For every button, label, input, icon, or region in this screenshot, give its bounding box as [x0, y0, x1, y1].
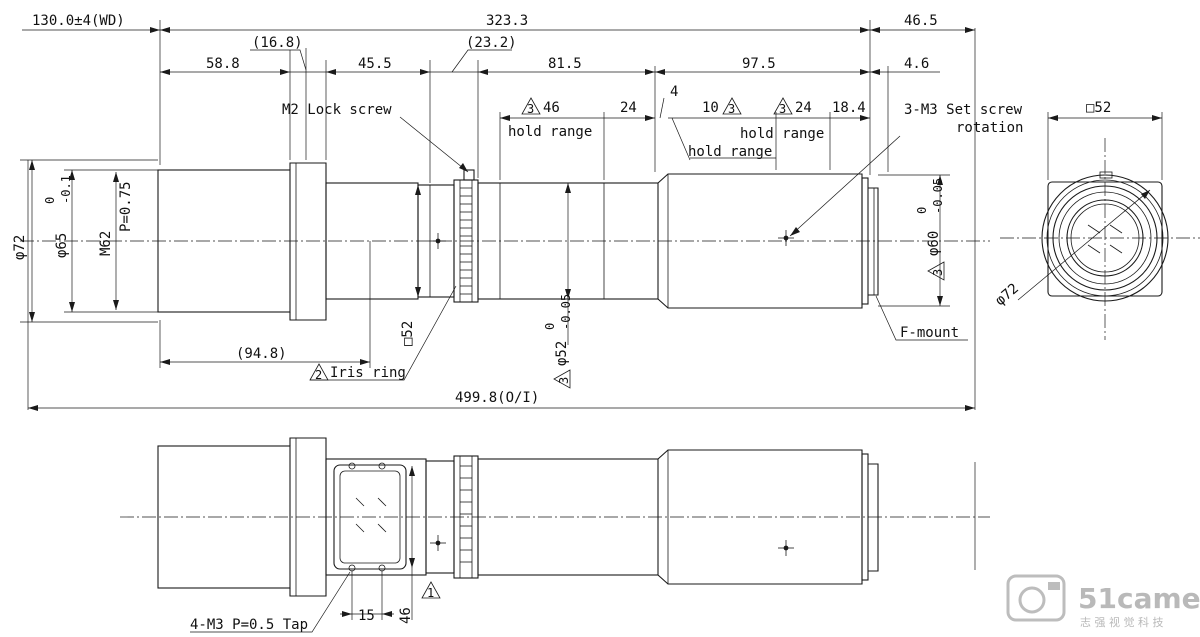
dim-24b: 24 [795, 100, 812, 116]
brand-name: 51camera [1078, 582, 1200, 615]
bottom-middle-tube [477, 458, 659, 576]
mount-flange [861, 177, 869, 305]
svg-text:3: 3 [728, 102, 735, 116]
svg-text:3: 3 [557, 377, 571, 384]
tap-holes [348, 462, 387, 572]
hold-range-1: hold range [508, 124, 592, 140]
iris-ring-label: Iris ring [330, 365, 406, 381]
phi65-tol-bot: -0.1 [59, 175, 73, 204]
bottom-center-mark-iris [430, 535, 446, 551]
wd-dim: 130.0±4(WD) [32, 13, 125, 29]
set-screw-label: 3-M3 Set screw [904, 102, 1023, 118]
m62-dim: M62 [98, 231, 114, 256]
svg-text:3: 3 [527, 102, 534, 116]
lock-screw [463, 169, 475, 181]
note-triangle-3c: 3 [773, 97, 793, 116]
note-triangle-3b: 3 [722, 97, 742, 116]
svg-text:3: 3 [931, 269, 945, 276]
dim-46-5: 46.5 [904, 13, 938, 29]
dim-24a: 24 [620, 100, 637, 116]
tap-label: 4-M3 P=0.5 Tap [190, 617, 308, 633]
bottom-window [333, 464, 407, 570]
dim-4: 4 [670, 84, 678, 100]
end-sq52-dim: □52 [1086, 100, 1111, 116]
phi72-dim: φ72 [12, 235, 28, 260]
hold-range-3: hold range [740, 126, 824, 142]
note-triangle-2: 2 [309, 363, 329, 382]
dim-10: 10 [702, 100, 719, 116]
center-mark-rear [778, 230, 794, 246]
iris-knurl [460, 187, 472, 295]
rotation-label: rotation [956, 120, 1023, 136]
dim-23-2: (23.2) [466, 35, 517, 51]
front-barrel [157, 169, 291, 313]
f-mount-body [868, 187, 879, 296]
dim-499-8: 499.8(O/I) [455, 390, 539, 406]
dim-58-8: 58.8 [206, 56, 240, 72]
svg-text:3: 3 [779, 102, 786, 116]
lock-screw-label: M2 Lock screw [282, 102, 392, 118]
end-phi72-dim: φ72 [992, 281, 1022, 310]
dim-97-5: 97.5 [742, 56, 776, 72]
phi52-dim: φ52 [554, 341, 570, 366]
brand-sub: 志 强 视 觉 科 技 [1080, 615, 1163, 629]
bottom-center-mark-rear [778, 540, 794, 556]
note-triangle-1: 1 [421, 581, 441, 600]
phi65-tol-top: 0 [43, 197, 57, 204]
note-triangle-3d: 3 [553, 369, 571, 389]
brand-logo: 51camera 志 强 视 觉 科 技 [1006, 574, 1200, 629]
hold-range-2: hold range [688, 144, 772, 160]
phi60-tol-top: 0 [915, 207, 929, 214]
svg-text:2: 2 [315, 368, 322, 382]
dimension-lines [20, 20, 976, 411]
dim-81-5: 81.5 [548, 56, 582, 72]
note-triangle-3e: 3 [927, 261, 945, 281]
end-circle-72 [1041, 174, 1169, 302]
dim-18-4: 18.4 [832, 100, 866, 116]
pitch-dim: P=0.75 [118, 181, 134, 232]
dim-4-6: 4.6 [904, 56, 929, 72]
camera-logo-icon [1006, 574, 1066, 622]
bottom-front-barrel [157, 445, 291, 589]
length-323: 323.3 [486, 13, 528, 29]
top-view [20, 162, 990, 321]
phi60-dim: φ60 [926, 231, 942, 256]
dim-16-8: (16.8) [252, 35, 303, 51]
dim-46: 46 [543, 100, 560, 116]
svg-text:1: 1 [427, 586, 434, 600]
front-collar [289, 162, 327, 321]
center-mark-iris [430, 233, 446, 249]
dim-45-5: 45.5 [358, 56, 392, 72]
phi65-dim: φ65 [54, 233, 70, 258]
dimension-text: 130.0±4(WD) 323.3 46.5 (16.8) (23.2) 58.… [12, 13, 1023, 406]
tap-spacing-15: 15 [358, 608, 375, 624]
note-triangle-3a: 3 [521, 97, 541, 116]
phi52-tol-top: 0 [543, 323, 557, 330]
bottom-view: 15 46 1 4-M3 P=0.5 Tap [120, 437, 990, 633]
dim-94-8: (94.8) [236, 346, 287, 362]
f-mount-label: F-mount [900, 325, 959, 341]
tap-spacing-46: 46 [398, 607, 414, 624]
phi60-tol-bot: -0.05 [931, 178, 945, 214]
sq52-dim: □52 [400, 321, 416, 346]
phi52-tol-bot: -0.05 [559, 294, 573, 330]
end-view: □52 φ72 [992, 100, 1200, 340]
